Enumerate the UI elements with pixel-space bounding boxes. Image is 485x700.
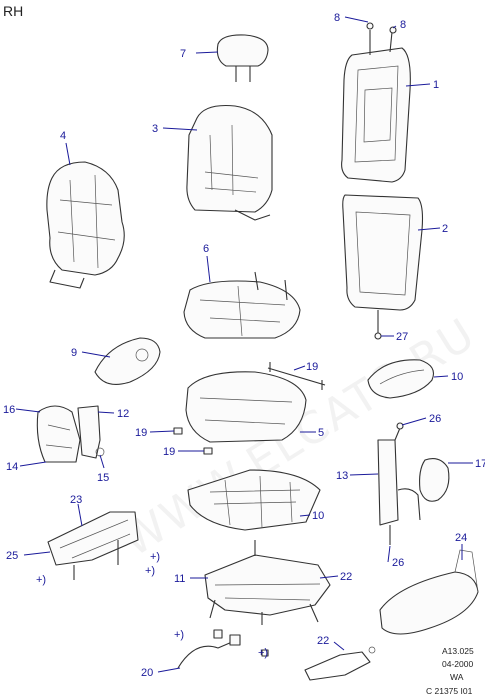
callout-17: 16 (3, 404, 15, 416)
seat-track-part (204, 540, 331, 625)
plus-note-5: +) (258, 647, 268, 659)
backrest-cover-part (186, 104, 273, 221)
callout-8b: 8 (400, 19, 406, 31)
callout-6: 6 (203, 243, 209, 255)
side-shield-part (36, 405, 105, 463)
callout-13: 12 (117, 408, 129, 420)
headrest-part (216, 34, 269, 82)
callout-22a: 22 (340, 571, 352, 583)
callout-10: 10 (451, 371, 463, 383)
seat-cushion-part (185, 371, 307, 443)
callout-2: 2 (442, 223, 448, 235)
callout-1: 1 (433, 79, 439, 91)
callout-20: 19 (306, 361, 318, 373)
recliner-mechanism-part (377, 427, 450, 545)
callout-23: 23 (70, 494, 82, 506)
watermark: WWW.ELCATS.RU (113, 308, 485, 567)
side-trim-part (94, 337, 161, 385)
callout-14: 13 (336, 470, 348, 482)
callout-8a: 8 (334, 12, 340, 24)
plus-note-3: +) (36, 574, 46, 586)
callout-3: 3 (152, 123, 158, 135)
leader-lines (15, 16, 473, 673)
callout-5: 5 (318, 427, 324, 439)
callout-9: 9 (71, 347, 77, 359)
plus-note-2: +) (145, 565, 155, 577)
callout-18: 17 (475, 458, 485, 470)
armrest-part (367, 359, 435, 399)
plus-note-4: +) (174, 629, 184, 641)
reference-block: A13.025 04-2000 WA C 21375 I01 (426, 646, 474, 696)
callout-11: 10 (312, 510, 324, 522)
frame-surround-part (342, 194, 424, 334)
ref-line-3: WA (450, 672, 464, 682)
callout-27: 27 (396, 331, 408, 343)
rail-bracket-part (47, 511, 139, 580)
callout-26b: 26 (392, 557, 404, 569)
ref-line-1: A13.025 (442, 646, 474, 656)
side-trim-right-part (379, 549, 479, 635)
callout-25: 25 (6, 550, 18, 562)
backrest-frame-part (341, 30, 411, 183)
linkage-part (304, 646, 376, 681)
callout-7: 7 (180, 48, 186, 60)
cable-part (177, 629, 269, 669)
callout-21: 20 (141, 667, 153, 679)
callout-24: 24 (455, 532, 467, 544)
callout-15: 14 (6, 461, 18, 473)
callout-4: 4 (60, 130, 66, 142)
callout-16: 15 (97, 472, 109, 484)
callout-labels: 7 3 4 1 8 8 2 6 9 19 10 16 12 14 15 5 19… (3, 12, 485, 679)
seat-cushion-top-part (183, 271, 301, 339)
callout-22b: 22 (317, 635, 329, 647)
callout-19a: 19 (135, 427, 147, 439)
seat-pan-frame-part (187, 469, 321, 531)
backrest-pad-part (46, 161, 125, 289)
plus-note-1: +) (150, 551, 160, 563)
callout-26a: 26 (429, 413, 441, 425)
callout-12: 11 (174, 573, 185, 585)
rod-part (267, 362, 326, 390)
side-indicator: RH (3, 3, 23, 19)
callout-19b: 19 (163, 446, 175, 458)
ref-line-2: 04-2000 (442, 659, 473, 669)
ref-line-4: C 21375 I01 (426, 686, 473, 696)
